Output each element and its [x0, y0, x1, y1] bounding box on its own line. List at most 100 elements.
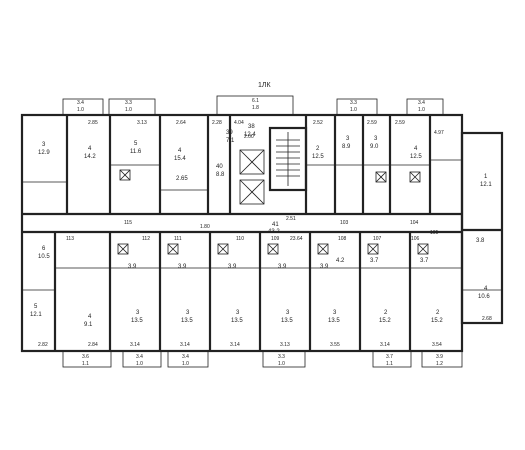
- dim-top-5: 2.00: [244, 134, 254, 140]
- dim-bottom-4: 3.14: [180, 342, 190, 348]
- small-unit-2: 3.9: [178, 264, 187, 270]
- balcony-bottom-2-b: 1.0: [136, 361, 143, 367]
- room-bottom-2-area: 9.1: [84, 322, 93, 328]
- corridor-dim-2: 1.80: [200, 224, 210, 230]
- balcony-bottom-3-b: 1.0: [182, 361, 189, 367]
- dim-bottom-1: 2.82: [38, 342, 48, 348]
- room-bottom-6-num: 3: [236, 310, 240, 316]
- room-bottom-7-num: 3: [286, 310, 290, 316]
- room-top-13-num: 1: [484, 174, 488, 180]
- room-top-10-num: 3: [346, 136, 350, 142]
- balcony-top-1-b: 1.0: [77, 107, 84, 113]
- balcony-bottom-6-a: 3.9: [436, 354, 443, 360]
- room-top-9-area: 12.5: [312, 154, 324, 160]
- bottom-partitions: [22, 232, 502, 351]
- room-bottom-4-num: 3: [136, 310, 140, 316]
- room-top-7-num: 38: [248, 124, 255, 130]
- room-bottom-10-area: 15.2: [431, 318, 443, 324]
- balcony-bottom-4-b: 1.0: [278, 361, 285, 367]
- small-unit-3: 3.9: [228, 264, 237, 270]
- apt-number-112: 112: [142, 236, 150, 242]
- room-top-8-num: 39: [226, 130, 233, 136]
- corridor-area: 43.2: [268, 229, 280, 235]
- apt-number-110: 110: [236, 236, 244, 242]
- dim-bottom-5: 3.14: [230, 342, 240, 348]
- balcony-top-5-b: 1.0: [418, 107, 425, 113]
- small-unit-5: 3.9: [320, 264, 329, 270]
- small-unit-4: 3.9: [278, 264, 287, 270]
- dim-top-3: 2.64: [176, 120, 186, 126]
- room-bottom-2-num: 4: [88, 314, 92, 320]
- room-bottom-5-num: 3: [186, 310, 190, 316]
- room-bottom-7-area: 13.5: [281, 318, 293, 324]
- corridor: [22, 212, 462, 234]
- room-bottom-1-area: 10.5: [38, 254, 50, 260]
- balcony-bottom-2-a: 3.4: [136, 354, 143, 360]
- apt-number-108: 108: [338, 236, 347, 242]
- room-top-10-area: 8.9: [342, 144, 351, 150]
- corridor-dim-1: 2.51: [286, 216, 296, 222]
- balcony-top-1-a: 3.4: [77, 100, 84, 106]
- dim-bottom-9: 3.54: [432, 342, 442, 348]
- dim-bottom-8: 3.14: [380, 342, 390, 348]
- dim-top-6: 2.28: [212, 120, 222, 126]
- apt-number-115: 115: [124, 220, 132, 226]
- dim-top-2: 3.13: [137, 120, 147, 126]
- small-unit-9: 3.8: [476, 238, 485, 244]
- dim-bottom-2: 2.84: [88, 342, 98, 348]
- stairs: [276, 132, 300, 186]
- room-top-5-area: 2.65: [176, 176, 188, 182]
- apt-number-111: 111: [174, 236, 182, 242]
- apt-number-107: 107: [373, 236, 382, 242]
- floor-label: 1ЛК: [258, 82, 271, 89]
- room-bottom-6-area: 13.5: [231, 318, 243, 324]
- room-top-3-area: 11.6: [130, 149, 142, 155]
- room-top-12-area: 12.5: [410, 154, 422, 160]
- balcony-bottom-1-a: 3.6: [82, 354, 89, 360]
- dim-bottom-7: 3.55: [330, 342, 340, 348]
- balcony-bottom-6-b: 1.2: [436, 361, 443, 367]
- room-top-4-num: 4: [178, 148, 182, 154]
- room-top-2-num: 4: [88, 146, 92, 152]
- elevator-shafts: [239, 149, 265, 205]
- apt-number-109: 109: [271, 236, 280, 242]
- room-bottom-11-area: 10.6: [478, 294, 490, 300]
- room-top-4-area: 15.4: [174, 156, 186, 162]
- apt-number-104: 104: [410, 220, 419, 226]
- apt-number-106: 106: [411, 236, 420, 242]
- room-top-6-num: 40: [216, 164, 223, 170]
- room-bottom-11-num: 4: [484, 286, 488, 292]
- dim-top-1: 2.85: [88, 120, 98, 126]
- room-top-12-num: 4: [414, 146, 418, 152]
- dim-bottom-6: 3.13: [280, 342, 290, 348]
- top-balconies: [62, 95, 444, 116]
- room-top-7-area: 12.4: [244, 132, 256, 138]
- dim-bottom-10: 2.68: [482, 316, 492, 322]
- dim-top-9: 2.59: [395, 120, 405, 126]
- balcony-top-5-a: 3.4: [418, 100, 425, 106]
- apt-number-113: 113: [66, 236, 74, 242]
- room-top-6-area: 8.8: [216, 172, 225, 178]
- bottom-balconies: [62, 350, 463, 368]
- balcony-bottom-1-b: 1.1: [82, 361, 89, 367]
- balcony-top-4-a: 3.3: [350, 100, 357, 106]
- room-bottom-1-num: 6: [42, 246, 46, 252]
- room-bottom-9-area: 15.2: [379, 318, 391, 324]
- corridor-label: 41: [272, 222, 279, 228]
- dim-top-10: 4.97: [434, 130, 444, 136]
- dim-top-8: 2.59: [367, 120, 377, 126]
- balcony-top-4-b: 1.0: [350, 107, 357, 113]
- room-bottom-3-num: 5: [34, 304, 38, 310]
- room-bottom-9-num: 2: [384, 310, 388, 316]
- room-bottom-5-area: 13.5: [181, 318, 193, 324]
- small-unit-7: 3.7: [370, 258, 379, 264]
- bathroom-fixtures: [117, 169, 429, 255]
- room-top-11-area: 9.0: [370, 144, 379, 150]
- room-bottom-8-num: 3: [333, 310, 337, 316]
- balcony-top-3-b: 1.8: [252, 105, 259, 111]
- balcony-bottom-4-a: 3.3: [278, 354, 285, 360]
- room-bottom-4-area: 13.5: [131, 318, 143, 324]
- balcony-top-3-a: 6.1: [252, 98, 259, 104]
